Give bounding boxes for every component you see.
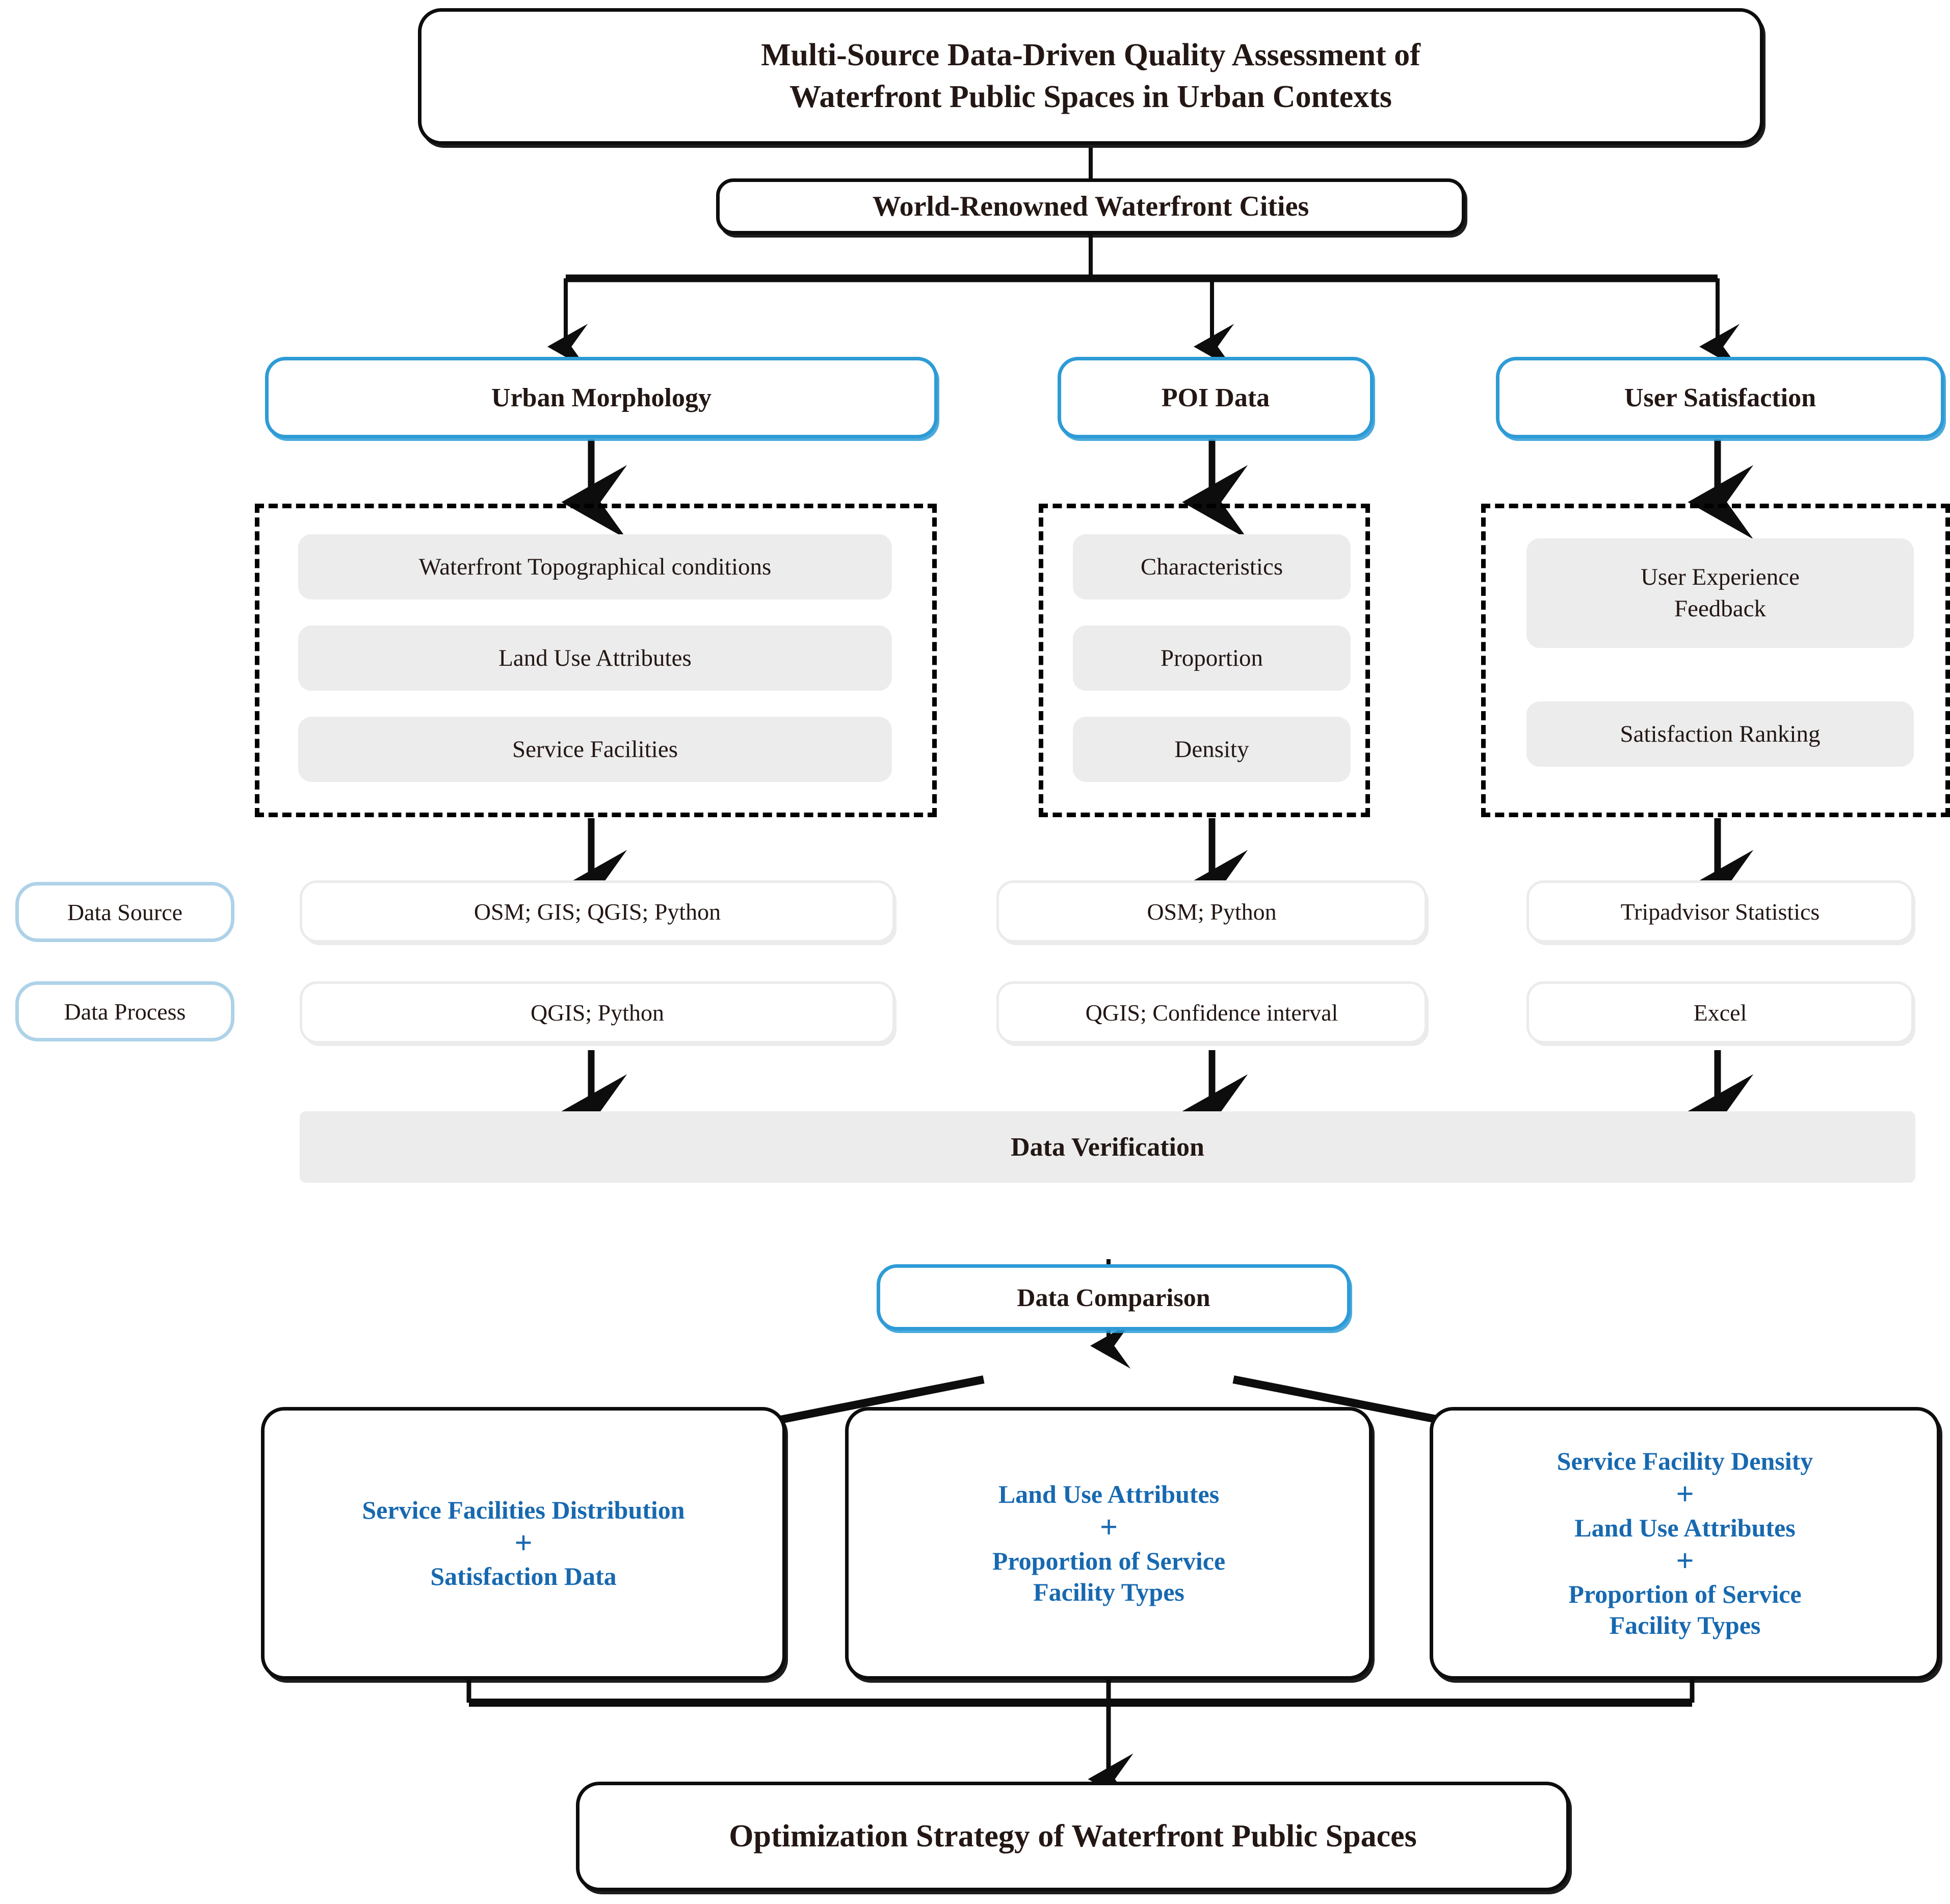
dimension-chip[interactable]: Satisfaction Ranking <box>1526 701 1914 767</box>
output-line: Facility Types <box>1609 1610 1761 1639</box>
dimension-chip-label: Land Use Attributes <box>498 645 692 671</box>
data-source-value-urban-morphology: OSM; GIS; QGIS; Python <box>300 880 895 943</box>
plus-icon: + <box>1099 1510 1118 1545</box>
category-label: Urban Morphology <box>491 383 712 412</box>
output-box-landuse-proportion[interactable]: Land Use Attributes + Proportion of Serv… <box>845 1407 1373 1680</box>
plus-icon: + <box>1676 1543 1694 1578</box>
dimension-chip-label: Proportion <box>1160 645 1263 671</box>
category-box-user-satisfaction[interactable]: User Satisfaction <box>1496 357 1944 438</box>
dimension-chip[interactable]: Characteristics <box>1073 534 1351 599</box>
output-line: Proportion of Service <box>1568 1579 1802 1608</box>
data-source-text: OSM; Python <box>1147 898 1277 925</box>
title-line-1: Multi-Source Data-Driven Quality Assessm… <box>761 38 1420 73</box>
dimension-chip[interactable]: Waterfront Topographical conditions <box>298 534 892 599</box>
data-process-text: QGIS; Python <box>531 999 664 1026</box>
title-line-2: Waterfront Public Spaces in Urban Contex… <box>789 80 1392 114</box>
plus-icon: + <box>1676 1477 1694 1512</box>
data-process-value-poi-data: QGIS; Confidence interval <box>996 981 1427 1044</box>
output-box-density-landuse-proportion[interactable]: Service Facility Density + Land Use Attr… <box>1430 1407 1940 1680</box>
final-outcome-box: Optimization Strategy of Waterfront Publ… <box>576 1782 1570 1891</box>
output-line: Land Use Attributes <box>998 1480 1220 1509</box>
output-line: Proportion of Service <box>992 1546 1226 1575</box>
dimension-chip-label-line-1: User Experience <box>1641 564 1800 591</box>
dimension-chip-label: Satisfaction Ranking <box>1620 721 1821 747</box>
output-line: Land Use Attributes <box>1574 1513 1796 1542</box>
row-label-text: Data Source <box>67 899 183 925</box>
data-comparison-box[interactable]: Data Comparison <box>877 1264 1351 1331</box>
output-line: Service Facilities Distribution <box>362 1495 685 1524</box>
dimension-chip-label: Density <box>1174 736 1249 763</box>
row-label-text: Data Process <box>64 998 186 1025</box>
subject-box: World-Renowned Waterfront Cities <box>716 178 1465 234</box>
data-verification-label: Data Verification <box>1011 1132 1204 1162</box>
category-box-urban-morphology[interactable]: Urban Morphology <box>265 357 938 438</box>
data-source-value-user-satisfaction: Tripadvisor Statistics <box>1526 880 1914 943</box>
row-label-data-process: Data Process <box>15 981 234 1041</box>
title-box: Multi-Source Data-Driven Quality Assessm… <box>418 8 1763 145</box>
dimension-chip-label: Waterfront Topographical conditions <box>418 554 772 580</box>
output-line: Satisfaction Data <box>430 1562 617 1591</box>
data-process-text: Excel <box>1693 999 1747 1026</box>
dimension-chip[interactable]: Density <box>1073 717 1351 782</box>
output-line: Service Facility Density <box>1557 1447 1813 1476</box>
data-source-value-poi-data: OSM; Python <box>996 880 1427 943</box>
dimension-chip-label: Characteristics <box>1140 554 1283 580</box>
data-source-text: OSM; GIS; QGIS; Python <box>473 898 721 925</box>
final-outcome-label: Optimization Strategy of Waterfront Publ… <box>729 1819 1417 1854</box>
data-process-text: QGIS; Confidence interval <box>1085 999 1338 1026</box>
data-comparison-label: Data Comparison <box>1017 1283 1210 1312</box>
data-process-value-user-satisfaction: Excel <box>1526 981 1914 1044</box>
subject-label: World-Renowned Waterfront Cities <box>872 191 1309 222</box>
plus-icon: + <box>514 1525 533 1560</box>
category-box-poi-data[interactable]: POI Data <box>1058 357 1374 438</box>
data-source-text: Tripadvisor Statistics <box>1620 898 1820 925</box>
data-process-value-urban-morphology: QGIS; Python <box>300 981 895 1044</box>
dimension-chip[interactable]: Service Facilities <box>298 717 892 782</box>
dimension-chip-label: Service Facilities <box>512 736 678 763</box>
category-label: User Satisfaction <box>1624 383 1816 412</box>
row-label-data-source: Data Source <box>15 882 234 942</box>
dimension-chip[interactable]: Land Use Attributes <box>298 625 892 691</box>
output-box-service-facilities-satisfaction[interactable]: Service Facilities Distribution + Satisf… <box>261 1407 786 1680</box>
dimension-chip-label-line-2: Feedback <box>1674 595 1767 622</box>
data-verification-bar: Data Verification <box>300 1111 1915 1183</box>
dimension-chip[interactable]: Proportion <box>1073 625 1351 691</box>
dimension-chip[interactable]: User Experience Feedback <box>1526 538 1914 648</box>
category-label: POI Data <box>1161 383 1270 412</box>
output-line: Facility Types <box>1033 1577 1184 1606</box>
